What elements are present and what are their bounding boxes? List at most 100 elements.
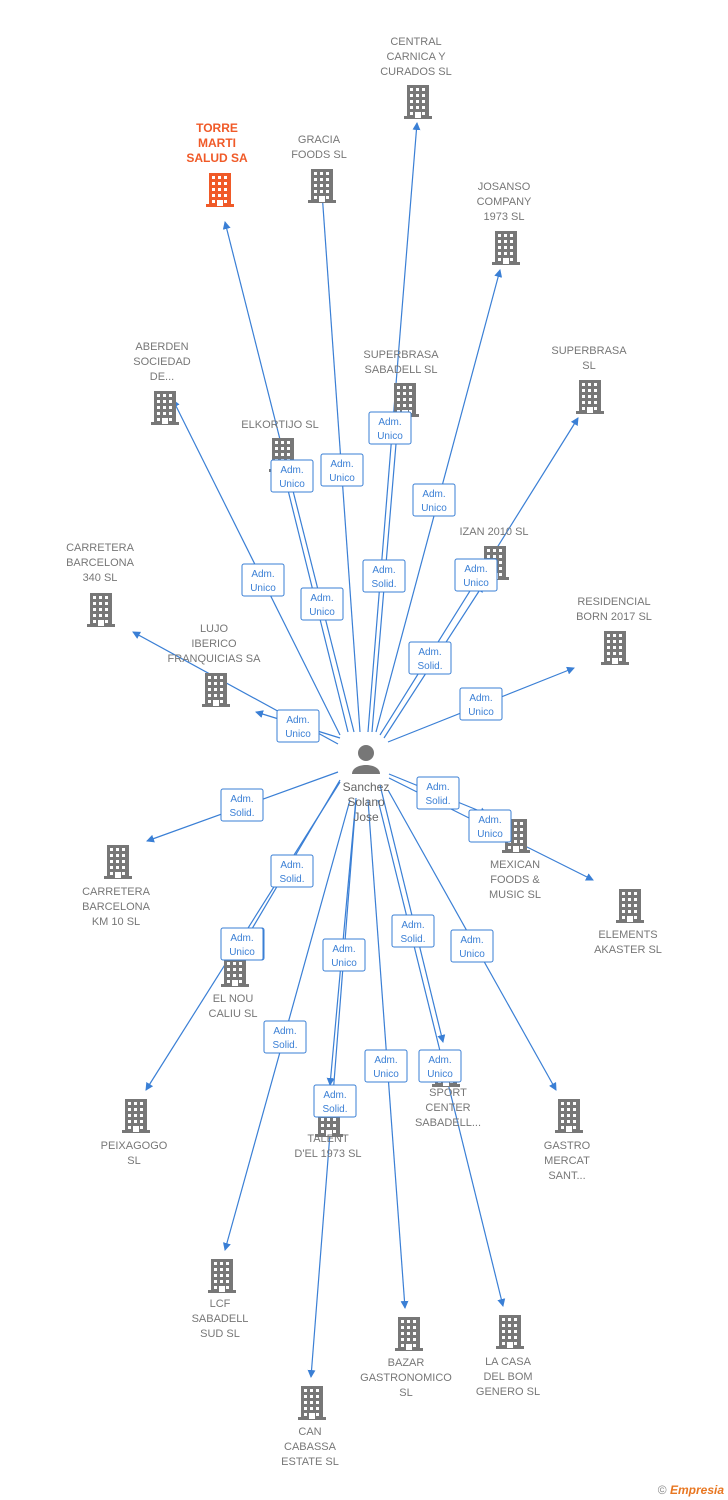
company-name-line: 1973 SL: [484, 211, 525, 223]
building-icon[interactable]: [206, 173, 234, 207]
role-label-n17[interactable]: Adm.Unico: [220, 927, 264, 961]
company-name-line: CAN: [298, 1426, 321, 1438]
building-icon[interactable]: [395, 1317, 423, 1351]
role-label-n20[interactable]: Adm.Unico: [450, 929, 494, 963]
company-name-line: DEL BOM: [483, 1371, 532, 1383]
role-text-line: Adm.: [401, 920, 424, 931]
company-name-line: CENTRAL: [390, 36, 441, 48]
company-name-line: SOCIEDAD: [133, 356, 191, 368]
company-name-line: SALUD SA: [186, 151, 248, 165]
role-box: [241, 563, 285, 597]
role-label-n10[interactable]: Adm.Solid.: [220, 788, 264, 822]
role-label-n7[interactable]: Adm. Unico: [454, 558, 498, 592]
role-text-line: Adm.: [464, 564, 487, 575]
role-text-line: Adm.: [323, 1090, 346, 1101]
company-node-n11[interactable]: RESIDENCIAL BORN 2017 SL: [576, 596, 652, 665]
role-text-line: Solid.: [371, 579, 396, 590]
company-name-line: RESIDENCIAL: [577, 596, 650, 608]
building-icon[interactable]: [104, 845, 132, 879]
role-label-n1[interactable]: Adm.Unico: [368, 411, 412, 445]
building-icon[interactable]: [496, 1315, 524, 1349]
company-name-line: LA CASA: [485, 1356, 532, 1368]
role-text-line: Adm.: [230, 933, 253, 944]
role-text-line: Adm.: [280, 860, 303, 871]
role-label-n23[interactable]: Adm.Unico: [418, 1049, 462, 1083]
building-icon[interactable]: [202, 673, 230, 707]
role-label-n19[interactable]: Adm. Solid.: [313, 1084, 357, 1118]
building-icon[interactable]: [576, 380, 604, 414]
building-icon[interactable]: [122, 1099, 150, 1133]
role-label-n2[interactable]: Adm.Unico: [270, 459, 314, 493]
building-icon[interactable]: [308, 169, 336, 203]
building-icon[interactable]: [151, 391, 179, 425]
role-text-line: Adm.: [469, 693, 492, 704]
company-node-n5[interactable]: ABERDENSOCIEDADDE...: [133, 341, 191, 425]
building-icon[interactable]: [616, 889, 644, 923]
company-name-line: BAZAR: [388, 1357, 425, 1369]
role-text-line: Adm.: [378, 417, 401, 428]
building-icon[interactable]: [87, 593, 115, 627]
role-label-n4[interactable]: Adm.Unico: [412, 483, 456, 517]
company-name-line: FOODS &: [490, 874, 540, 886]
building-icon[interactable]: [298, 1386, 326, 1420]
role-label-n21[interactable]: Adm.Solid.: [263, 1020, 307, 1054]
building-icon[interactable]: [404, 85, 432, 119]
role-label-n13[interactable]: Adm.Solid.: [416, 776, 460, 810]
role-label-n11[interactable]: Adm.Unico: [459, 687, 503, 721]
company-name-line: SL: [582, 360, 595, 372]
company-name-line: CARRETERA: [82, 886, 151, 898]
role-label-n24[interactable]: Adm.Unico: [322, 938, 366, 972]
role-label-n9[interactable]: Adm.Solid.: [408, 641, 452, 675]
role-text-line: Solid.: [425, 796, 450, 807]
role-text-line: Adm.: [418, 647, 441, 658]
role-label-n15[interactable]: Adm.Unico: [468, 809, 512, 843]
company-node-n20[interactable]: GASTROMERCATSANT...: [544, 1099, 591, 1182]
building-icon[interactable]: [555, 1099, 583, 1133]
company-name-line: BORN 2017 SL: [576, 611, 652, 623]
role-label-n14[interactable]: Adm.Solid.: [270, 854, 314, 888]
role-text-line: Solid.: [272, 1040, 297, 1051]
company-name-line: GASTRONOMICO: [360, 1372, 452, 1384]
center-person[interactable]: Sanchez Solano Jose: [343, 745, 390, 824]
role-text-line: Adm.: [332, 944, 355, 955]
role-text-line: Unico: [463, 578, 489, 589]
role-label-n3[interactable]: Adm.Unico: [320, 453, 364, 487]
building-icon[interactable]: [492, 231, 520, 265]
role-text-line: Adm.: [478, 815, 501, 826]
role-label-n5[interactable]: Adm.Unico: [241, 563, 285, 597]
company-name-line: MERCAT: [544, 1155, 590, 1167]
role-label-n8[interactable]: Adm.Unico: [300, 587, 344, 621]
company-name-line: SL: [127, 1155, 140, 1167]
building-icon[interactable]: [601, 631, 629, 665]
role-label-n22[interactable]: Adm.Unico: [364, 1049, 408, 1083]
company-name-line: MEXICAN: [490, 859, 540, 871]
role-label-n18[interactable]: Adm.Solid.: [391, 914, 435, 948]
company-name-line: ELEMENTS: [598, 929, 657, 941]
company-name-line: CARNICA Y: [386, 51, 446, 63]
role-text-line: Adm.: [422, 489, 445, 500]
role-label-n12[interactable]: Adm.Unico: [276, 709, 320, 743]
role-text-line: Solid.: [322, 1104, 347, 1115]
role-label-n6[interactable]: Adm.Solid.: [362, 559, 406, 593]
role-box: [220, 788, 264, 822]
role-box: [270, 854, 314, 888]
role-text-line: Adm.: [310, 593, 333, 604]
building-icon[interactable]: [208, 1259, 236, 1293]
